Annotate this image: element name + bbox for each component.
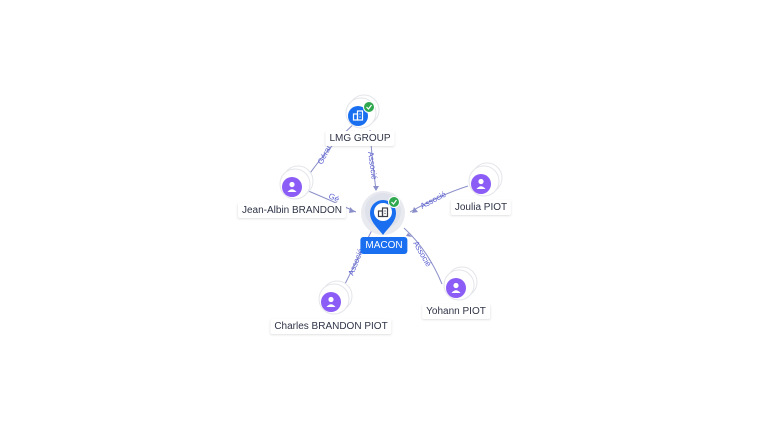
building-icon — [377, 207, 389, 218]
person-icon — [287, 181, 297, 192]
verified-check-icon — [388, 196, 400, 208]
arrowhead-jean-albin-center — [349, 207, 355, 213]
arrowhead-company-center — [373, 186, 379, 191]
center-node-macon[interactable] — [361, 191, 405, 235]
building-icon — [352, 110, 364, 121]
person-label-yohann[interactable]: Yohann PIOT — [422, 304, 490, 319]
person-label-joulia[interactable]: Joulia PIOT — [450, 200, 512, 215]
person-icon — [476, 178, 486, 189]
person-icon — [326, 296, 336, 307]
arrowhead-joulia-center — [412, 207, 418, 213]
person-icon — [451, 282, 461, 293]
company-label-lmg-group[interactable]: LMG GROUP — [325, 131, 395, 146]
center-label-macon[interactable]: MACON — [360, 237, 408, 254]
person-label-jean-albin[interactable]: Jean-Albin BRANDON — [237, 203, 347, 218]
edge-label-jean-albin-company: Gérar — [316, 143, 334, 166]
person-label-charles[interactable]: Charles BRANDON PIOT — [270, 319, 392, 334]
arrowhead-yohann-center — [406, 233, 412, 237]
person-node-jean-albin[interactable] — [279, 165, 314, 200]
verified-check-icon — [363, 101, 375, 113]
edge-yohann-center — [403, 227, 443, 285]
edge-label-company-center: Associé — [366, 151, 379, 181]
edge-label-yohann-center: Associé — [411, 240, 433, 269]
person-node-yohann[interactable] — [443, 266, 478, 301]
company-node-lmg-group[interactable] — [345, 94, 380, 129]
person-node-joulia[interactable] — [468, 162, 503, 197]
edge-label-joulia-center: Associé — [419, 189, 448, 210]
person-node-charles[interactable] — [318, 280, 353, 315]
edge-label-jean-albin-center: Gé — [327, 192, 341, 205]
